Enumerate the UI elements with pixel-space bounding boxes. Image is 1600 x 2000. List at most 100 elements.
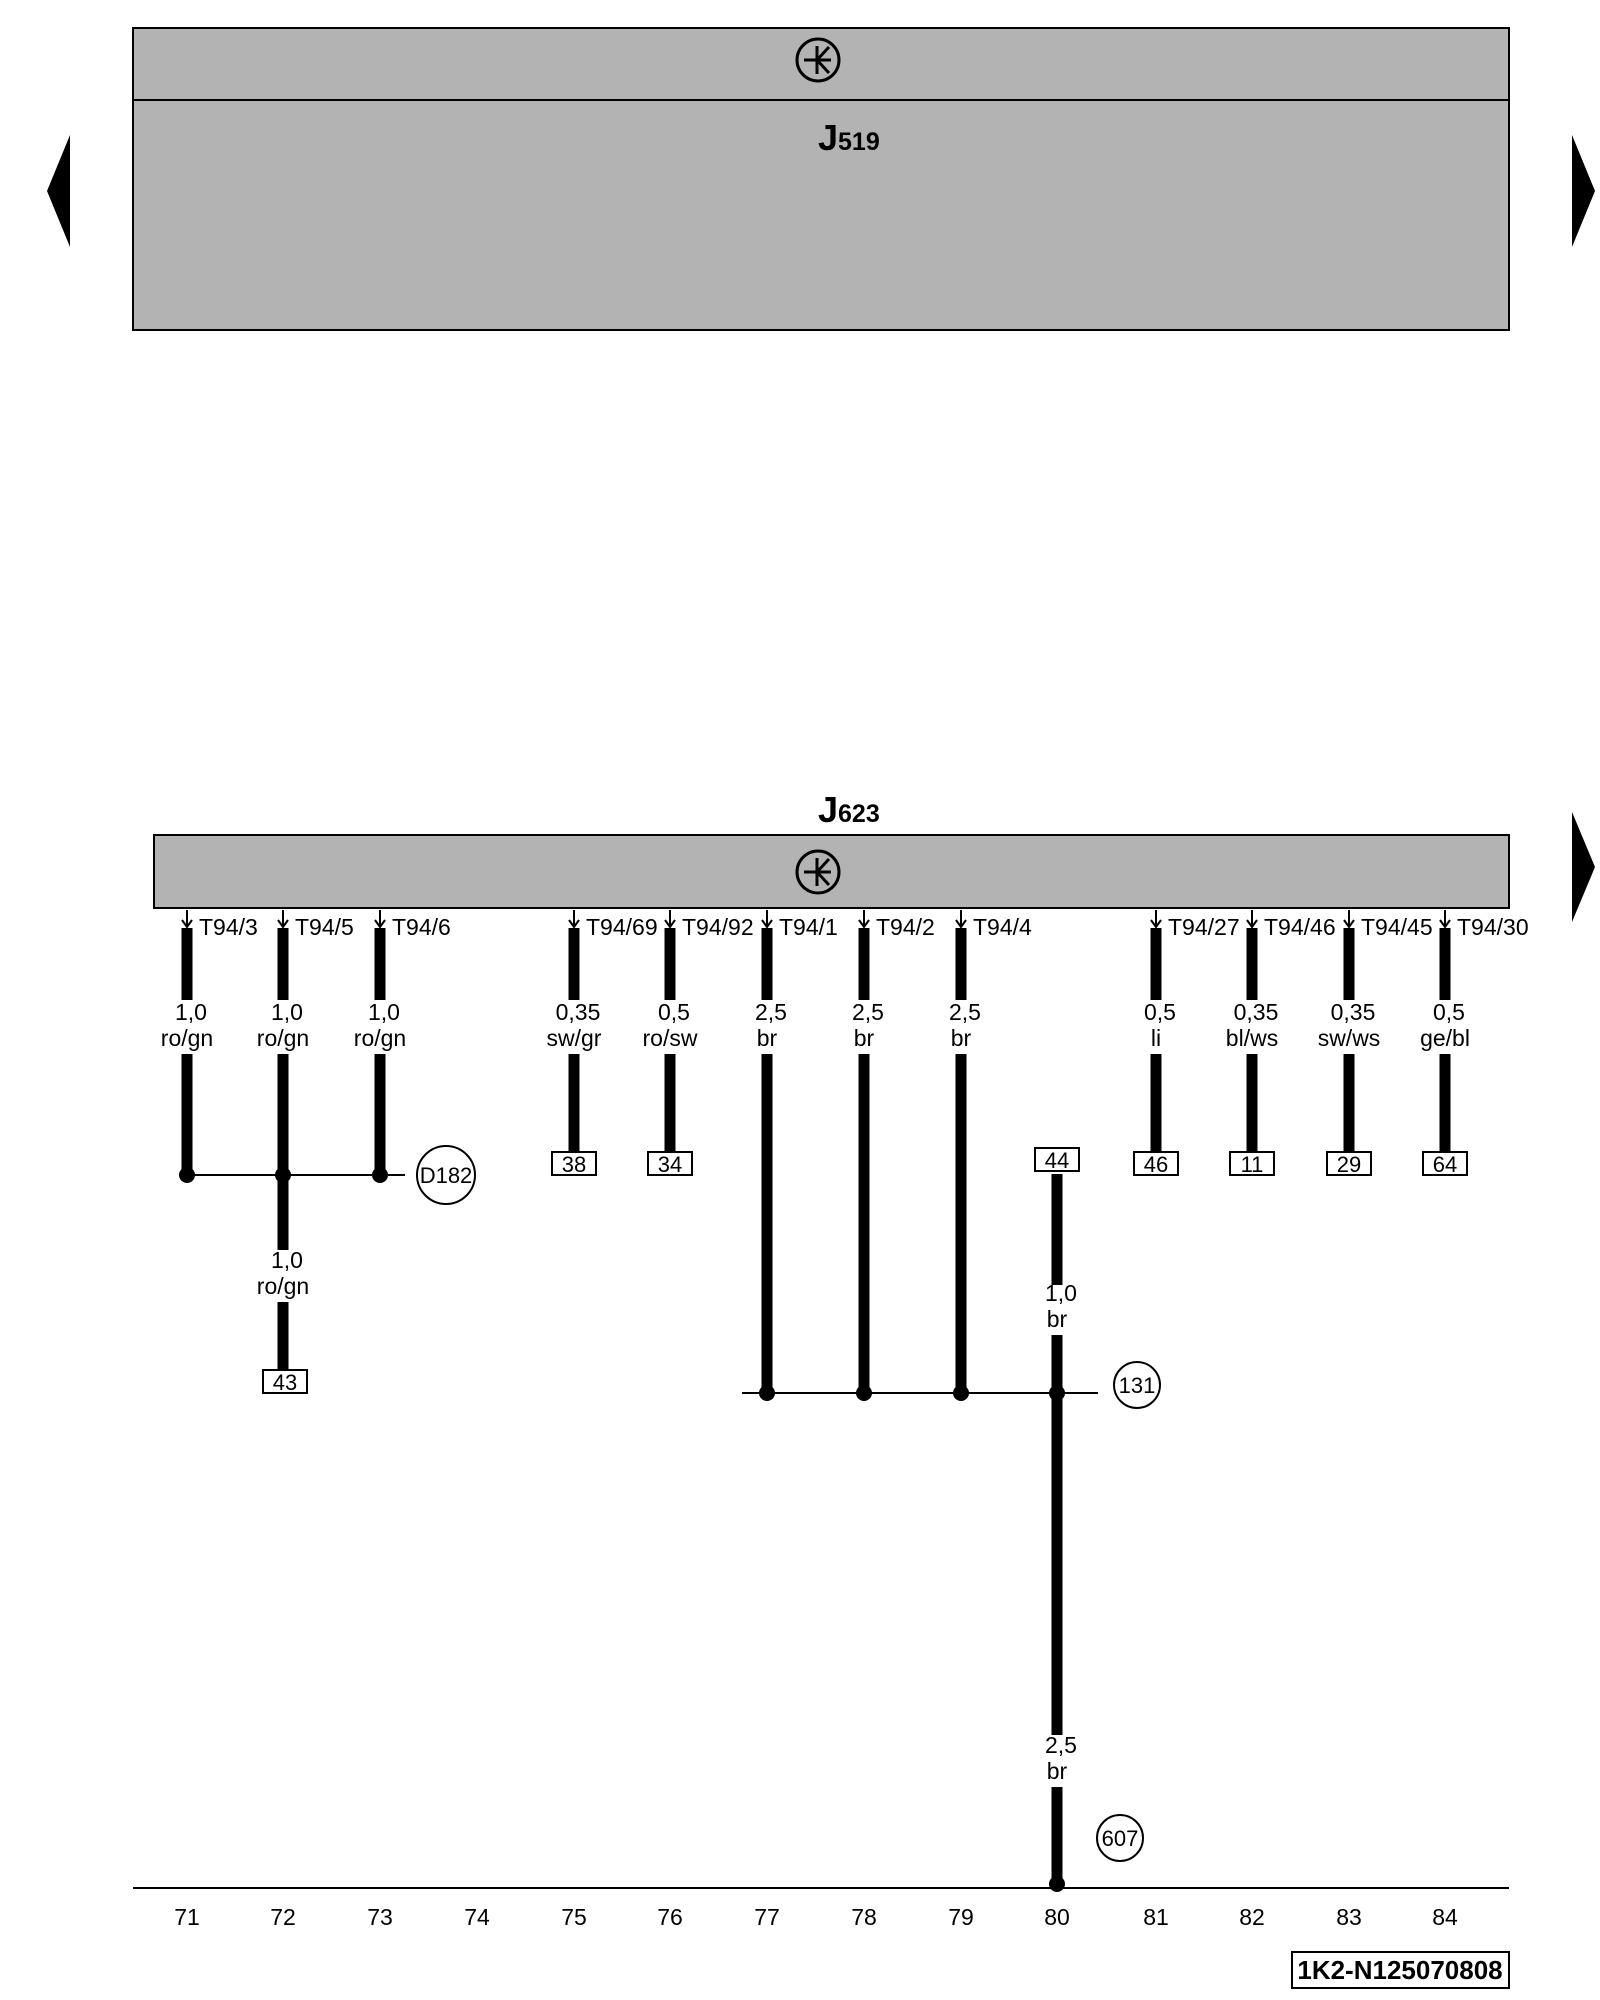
splice-wiring: 1,0 ro/gn 1,0 br 2,5 br — [179, 1167, 1098, 1892]
pin-label: T94/45 — [1361, 914, 1433, 940]
column-number: 82 — [1239, 1904, 1265, 1930]
wire-size: 0,5 — [658, 999, 690, 1025]
ref-box-34[interactable]: 34 — [647, 1151, 693, 1177]
wire-color: bl/ws — [1226, 1025, 1278, 1051]
pin-label: T94/4 — [973, 914, 1032, 940]
ref-box-label: 11 — [1241, 1152, 1264, 1177]
pin-arrow-icon — [664, 919, 676, 929]
wire-size: 0,35 — [1331, 999, 1376, 1025]
pin-p84a[interactable]: T94/300,5ge/bl — [1420, 910, 1529, 1152]
splice-dot — [179, 1167, 195, 1183]
wire-color: br — [1047, 1306, 1068, 1332]
ref-box-label: 46 — [1144, 1152, 1168, 1177]
pin-p72a[interactable]: T94/51,0ro/gn — [257, 910, 354, 1175]
pin-p79a[interactable]: T94/42,5br — [949, 910, 1032, 1393]
module-j519-body — [132, 27, 1510, 331]
wire-color: br — [854, 1025, 875, 1051]
wire-size: 0,5 — [1144, 999, 1176, 1025]
wire-color: sw/ws — [1318, 1025, 1381, 1051]
ref-box-43[interactable]: 43 — [262, 1369, 308, 1395]
document-id: 1K2-N125070808 — [1297, 1955, 1502, 1985]
wire-color: ro/gn — [354, 1025, 406, 1051]
column-number: 76 — [657, 1904, 683, 1930]
ref-box-29[interactable]: 29 — [1326, 1151, 1372, 1177]
splice-dot — [953, 1385, 969, 1401]
ref-box-label: 29 — [1337, 1152, 1361, 1177]
pin-label: T94/3 — [199, 914, 258, 940]
pin-label: T94/6 — [392, 914, 451, 940]
continue-right-arrow-icon[interactable] — [1572, 812, 1595, 922]
pin-p76a[interactable]: T94/92 0,5ro/sw — [643, 910, 754, 1152]
wire-color: br — [757, 1025, 778, 1051]
connector-label: 607 — [1102, 1826, 1139, 1851]
ref-box-46[interactable]: 46 — [1133, 1151, 1179, 1177]
connector-d182[interactable]: D182 — [416, 1145, 476, 1205]
connector-label: D182 — [420, 1163, 473, 1188]
column-number: 83 — [1336, 1904, 1362, 1930]
wire-color: br — [1047, 1758, 1068, 1784]
wire-size: 2,5 — [949, 999, 981, 1025]
column-number: 74 — [464, 1904, 490, 1930]
pin-wires: T94/31,0ro/gnT94/51,0ro/gnT94/61,0ro/gnT… — [161, 910, 1529, 1393]
ground-transistor-icon — [795, 849, 841, 895]
wire-color: ro/gn — [161, 1025, 213, 1051]
pin-arrow-icon — [1150, 919, 1162, 929]
reference-boxes: 38 34 44 46 11 29 64 43 — [262, 1147, 1468, 1395]
pin-label: T94/46 — [1264, 914, 1336, 940]
column-number: 79 — [948, 1904, 974, 1930]
pin-arrow-icon — [568, 919, 580, 929]
splice-dot — [372, 1167, 388, 1183]
ref-box-38[interactable]: 38 — [551, 1151, 597, 1177]
ref-box-label: 38 — [562, 1152, 586, 1177]
ref-box-11[interactable]: 11 — [1229, 1151, 1275, 1177]
module-j623-body — [153, 834, 1510, 909]
pin-p71a[interactable]: T94/3 1,0ro/gn — [161, 910, 258, 1175]
ground-transistor-icon — [795, 37, 841, 83]
next-page-arrow-icon[interactable] — [1572, 135, 1595, 247]
column-number: 71 — [174, 1904, 200, 1930]
wire-color: ro/sw — [643, 1025, 698, 1051]
wire-size: 0,35 — [1234, 999, 1279, 1025]
wire-size: 1,0 — [175, 999, 207, 1025]
ref-box-44[interactable]: 44 — [1034, 1147, 1080, 1173]
column-number: 78 — [851, 1904, 877, 1930]
column-number: 72 — [270, 1904, 296, 1930]
wire-size: 2,5 — [852, 999, 884, 1025]
pin-label: T94/92 — [682, 914, 754, 940]
splice-dot — [759, 1385, 775, 1401]
connector-131[interactable]: 131 — [1113, 1361, 1161, 1409]
wire-color: ro/gn — [257, 1273, 309, 1299]
wire-size: 1,0 — [1045, 1280, 1077, 1306]
previous-page-arrow-icon[interactable] — [47, 135, 70, 247]
pin-label: T94/69 — [586, 914, 658, 940]
pin-arrow-icon — [374, 919, 386, 929]
pin-label: T94/30 — [1457, 914, 1529, 940]
pin-arrow-icon — [761, 919, 773, 929]
pin-arrow-icon — [955, 919, 967, 929]
wire-color: ge/bl — [1420, 1025, 1470, 1051]
pin-arrow-icon — [1246, 919, 1258, 929]
column-number: 77 — [754, 1904, 780, 1930]
document-id-box: 1K2-N125070808 — [1291, 1951, 1510, 1989]
pin-arrow-icon — [1343, 919, 1355, 929]
wire-size: 1,0 — [368, 999, 400, 1025]
ref-box-label: 64 — [1433, 1152, 1457, 1177]
wire-size: 2,5 — [1045, 1732, 1077, 1758]
wire-color: li — [1151, 1025, 1161, 1051]
ref-box-64[interactable]: 64 — [1422, 1151, 1468, 1177]
pin-p77a[interactable]: T94/12,5br — [755, 910, 838, 1393]
pin-p81a[interactable]: T94/270,5li — [1144, 910, 1240, 1152]
column-number: 84 — [1432, 1904, 1458, 1930]
column-number: 80 — [1044, 1904, 1070, 1930]
wire-size: 0,35 — [556, 999, 601, 1025]
pin-p78a[interactable]: T94/22,5br — [852, 910, 935, 1393]
pin-p73a[interactable]: T94/6 1,0ro/gn — [354, 910, 451, 1175]
column-number: 75 — [561, 1904, 587, 1930]
module-j519-title: J519 — [818, 117, 880, 158]
connector-607[interactable]: 607 — [1096, 1814, 1144, 1862]
